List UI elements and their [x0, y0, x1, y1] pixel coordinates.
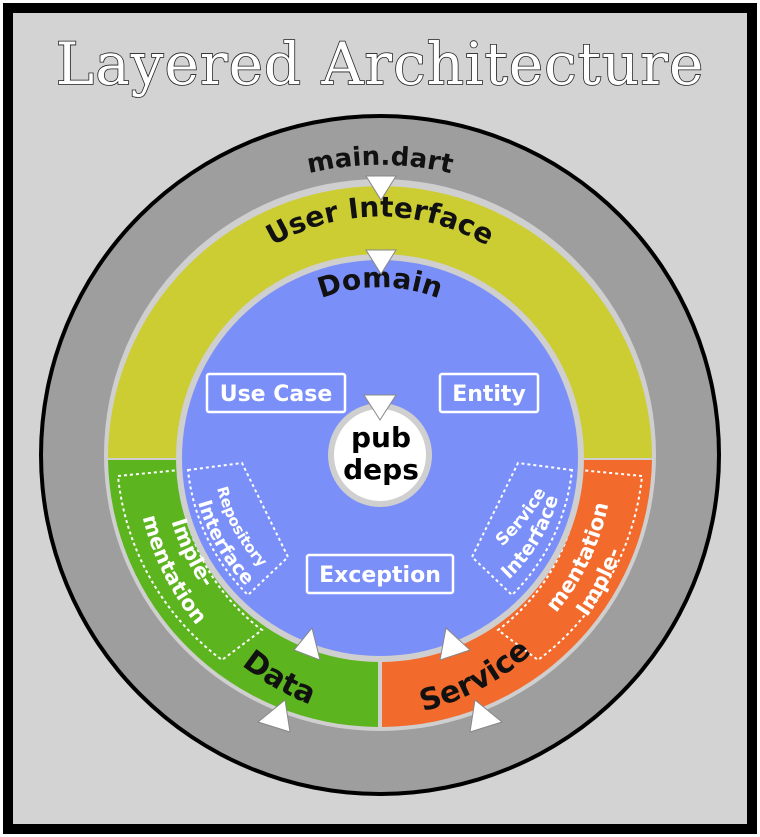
use-case-label: Use Case: [220, 382, 333, 407]
exception-box: [305, 553, 455, 595]
pub-label: pub: [351, 421, 411, 454]
arrow-domain-to-deps: [363, 394, 397, 421]
use-case-box: [205, 372, 347, 414]
service-interface-outline: [470, 461, 574, 597]
arrow-main-to-data: [256, 699, 291, 733]
exception-label: Exception: [319, 563, 441, 588]
arrow-main-to-service: [469, 699, 504, 733]
diagram-title: Layered Architecture: [56, 30, 705, 98]
data-service-divider: [378, 600, 382, 730]
entity-box: [438, 372, 540, 414]
arrow-service-to-domain: [439, 627, 471, 661]
entity-label: Entity: [452, 382, 526, 407]
deps-label: deps: [343, 453, 419, 486]
pub-deps-circle: [334, 409, 426, 501]
arrow-main-to-ui: [365, 175, 397, 201]
repository-interface-outline: [186, 461, 290, 597]
arrow-ui-to-domain: [365, 249, 397, 275]
arrow-data-to-domain: [293, 626, 321, 661]
